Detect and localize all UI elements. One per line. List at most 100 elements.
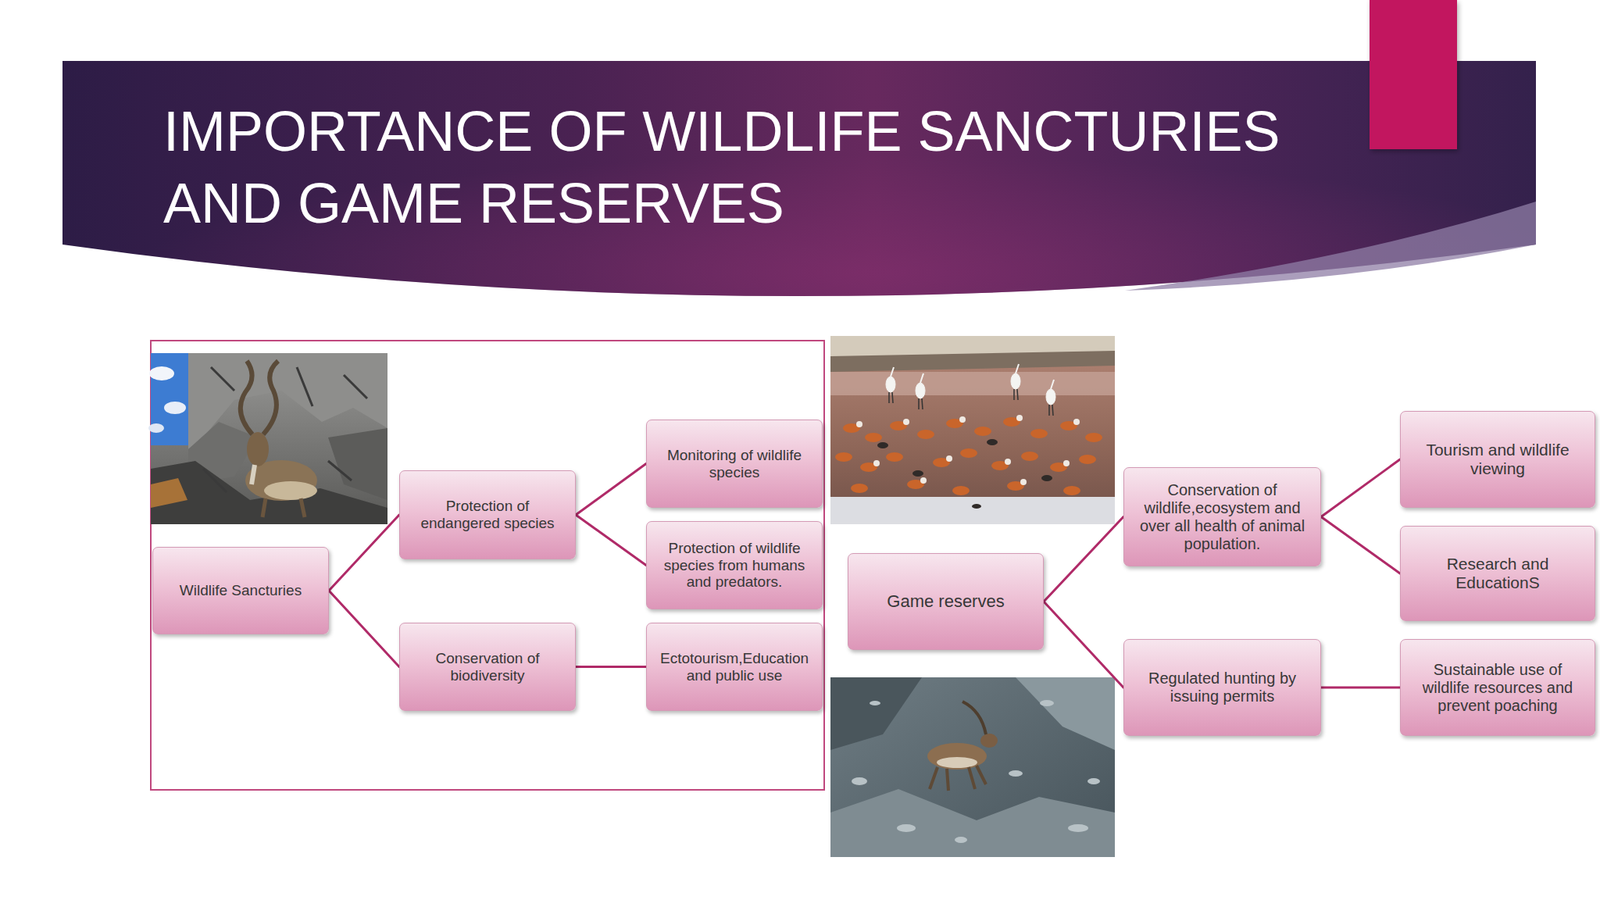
slide-title: IMPORTANCE OF WILDLIFE SANCTURIES AND GA… [163,95,1336,240]
markhor-photo-part-part [869,700,881,706]
goat-photo-part [148,423,165,433]
birds-photo-part-part [971,503,982,509]
process-box: Sustainable use of wildlife resources an… [1400,639,1596,736]
box-label: Conservation of biodiversity [407,650,568,685]
birds-photo-part-part [986,439,998,446]
birds-photo-part-part [835,452,853,462]
birds-photo-part-part [1046,389,1056,405]
birds-photo-part-part [873,460,880,467]
birds-photo-part-part [1078,454,1097,465]
birds-photo-part-part [912,470,924,477]
birds-photo-part-part [889,392,893,404]
markhor-photo-part [851,700,1100,843]
box-label: Game reserves [886,591,1004,611]
process-box: Protection of wildlife species from huma… [646,521,823,610]
birds-photo-part-part [1010,373,1021,390]
process-box: Regulated hunting by issuing permits [1123,639,1322,736]
birds-photo-part-part [1049,404,1054,416]
goat-photo-part [263,360,279,435]
birds-photo-part-part [1073,418,1080,425]
goat-photo-part [150,460,388,525]
process-box: Research and EducationS [1400,525,1596,622]
birds-photo-part-part [960,448,978,458]
birds-photo-part-part [864,432,883,443]
box-label: Conservation of wildlife,ecosystem and o… [1132,481,1313,554]
goat-photo-part [264,481,318,500]
markhor-photo-part-part [1067,824,1089,833]
box-label: Wildlife Sancturies [179,582,302,600]
birds-photo-part-part [850,483,868,493]
goat-photo [148,353,388,525]
birds-photo-part-part [959,416,966,423]
box-label: Sustainable use of wildlife resources an… [1408,660,1587,715]
markhor-photo-part [936,757,978,768]
birds-photo-part-part [1014,389,1018,400]
birds-photo-part [830,350,1115,372]
goat-photo-part [251,464,255,485]
box-label: Tourism and wildlife viewing [1408,440,1587,479]
birds-photo-part-part [1085,432,1103,443]
markhor-photo-part-part [851,777,868,786]
box-label: Protection of wildlife species from huma… [654,539,815,592]
birds-photo-part [885,364,1056,416]
birds-photo-part-part [1004,458,1011,465]
process-box: Wildlife Sancturies [152,546,329,635]
markhor-photo-part [962,701,986,735]
markhor-photo-part-part [1008,770,1023,777]
birds-photo-part-part [856,421,863,428]
connector-line [1043,517,1124,603]
birds-photo-part-part [952,485,970,496]
birds-photo-part [835,417,1103,496]
accent-tab [1369,0,1458,150]
birds-photo-part-part [1021,451,1039,461]
birds-photo-part [830,496,1115,525]
birds-photo-part-part [918,398,923,410]
connector-line [575,665,647,668]
markhor-photo-part [1015,677,1115,750]
birds-photo-part [830,371,1115,396]
birds-photo-part-part [920,373,924,383]
birds-photo-part-part [885,452,904,462]
birds-photo-part-part [917,429,935,440]
birds-photo-part-part [877,442,889,449]
box-label: Ectotourism,Education and public use [654,650,815,685]
box-label: Research and EducationS [1408,554,1587,593]
birds-photo [830,335,1115,525]
connector-line [1321,686,1400,690]
title-banner [62,0,1536,297]
process-box: Conservation of wildlife,ecosystem and o… [1123,467,1322,567]
goat-photo-part [150,353,388,525]
birds-photo-part-part [1016,414,1023,422]
goat-photo-part [245,460,318,501]
banner-swoosh [1125,201,1536,291]
birds-photo-part-part [1041,475,1053,482]
connector-line [328,590,400,668]
birds-photo-part-part [915,382,925,399]
markhor-photo [830,677,1115,858]
birds-photo-part-part [885,376,896,393]
process-box: Ectotourism,Education and public use [646,622,823,711]
connector-line [575,464,647,516]
goat-photo-part [164,401,186,415]
connector-line [328,514,400,591]
birds-photo-part-part [974,426,992,436]
process-box: Conservation of biodiversity [399,622,576,711]
banner-band [62,60,1536,297]
group-frame [150,340,825,790]
markhor-photo-part [830,677,1115,858]
box-label: Monitoring of wildlife species [654,446,815,482]
birds-photo-part-part [903,418,910,425]
birds-photo-part-part [1063,460,1070,467]
goat-photo-part [149,366,175,381]
birds-photo-part [877,439,1053,509]
markhor-photo-part [830,789,1115,858]
markhor-photo-part [929,765,986,791]
birds-photo-part [830,335,1115,525]
connector-line [1043,601,1124,688]
markhor-photo-part-part [1039,700,1054,707]
markhor-photo-part-part [896,824,916,833]
box-label: Protection of endangered species [407,497,568,533]
goat-photo-part [328,428,388,500]
markhor-photo-part [980,733,998,748]
